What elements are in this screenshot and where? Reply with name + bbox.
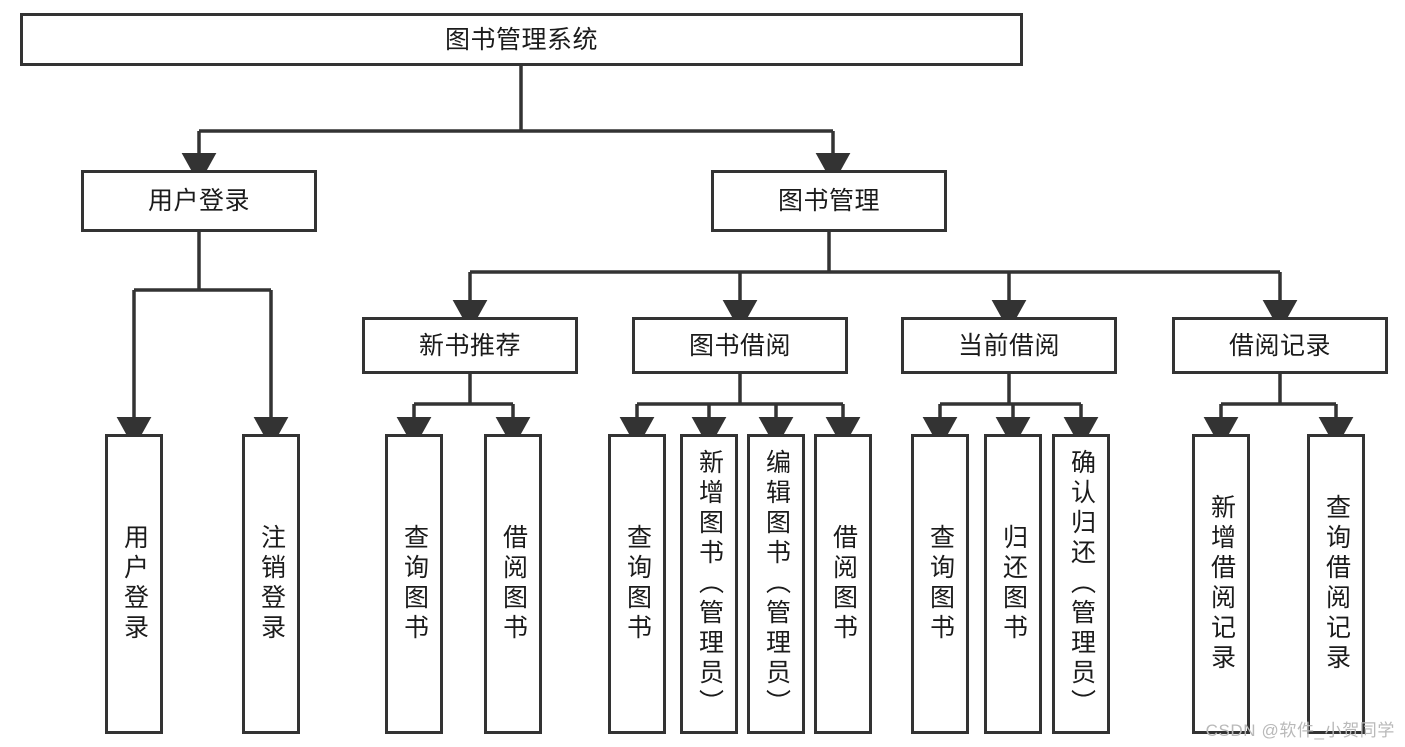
csdn-watermark: CSDN @软件_小贺同学 <box>1205 721 1395 740</box>
node-root-label: 图书管理系统 <box>444 25 598 54</box>
leaf-borrow-book-2-label: 借阅图书 <box>829 524 858 644</box>
leaf-add-book[interactable]: 新增图书（管理员） <box>680 434 738 734</box>
leaf-logout-label: 注销登录 <box>257 524 286 644</box>
node-book-borrow-label: 图书借阅 <box>688 331 791 360</box>
node-borrow-record-label: 借阅记录 <box>1228 331 1331 360</box>
leaf-return-book[interactable]: 归还图书 <box>984 434 1042 734</box>
node-new-book-recommend[interactable]: 新书推荐 <box>362 317 578 374</box>
node-book-manage-label: 图书管理 <box>777 187 880 215</box>
leaf-query-book-2-label: 查询图书 <box>623 524 652 644</box>
node-borrow-record[interactable]: 借阅记录 <box>1172 317 1388 374</box>
node-current-borrow[interactable]: 当前借阅 <box>901 317 1117 374</box>
leaf-user-login-label: 用户登录 <box>120 524 149 644</box>
node-user-login-label: 用户登录 <box>147 187 250 215</box>
leaf-confirm-return-label: 确认归还（管理员） <box>1067 449 1096 719</box>
node-current-borrow-label: 当前借阅 <box>957 331 1060 360</box>
leaf-return-book-label: 归还图书 <box>999 524 1028 644</box>
leaf-confirm-return[interactable]: 确认归还（管理员） <box>1052 434 1110 734</box>
leaf-user-login[interactable]: 用户登录 <box>105 434 163 734</box>
leaf-edit-book[interactable]: 编辑图书（管理员） <box>747 434 805 734</box>
leaf-query-book-1[interactable]: 查询图书 <box>385 434 443 734</box>
node-book-borrow[interactable]: 图书借阅 <box>632 317 848 374</box>
leaf-query-book-2[interactable]: 查询图书 <box>608 434 666 734</box>
leaf-query-book-1-label: 查询图书 <box>400 524 429 644</box>
leaf-borrow-book-1[interactable]: 借阅图书 <box>484 434 542 734</box>
leaf-query-book-3-label: 查询图书 <box>926 524 955 644</box>
leaf-add-borrow-record-label: 新增借阅记录 <box>1207 494 1236 674</box>
leaf-query-borrow-record-label: 查询借阅记录 <box>1322 494 1351 674</box>
node-user-login[interactable]: 用户登录 <box>81 170 317 232</box>
leaf-borrow-book-1-label: 借阅图书 <box>499 524 528 644</box>
node-new-book-recommend-label: 新书推荐 <box>418 331 521 360</box>
node-root[interactable]: 图书管理系统 <box>20 13 1023 66</box>
leaf-query-borrow-record[interactable]: 查询借阅记录 <box>1307 434 1365 734</box>
leaf-borrow-book-2[interactable]: 借阅图书 <box>814 434 872 734</box>
leaf-edit-book-label: 编辑图书（管理员） <box>762 449 791 719</box>
leaf-query-book-3[interactable]: 查询图书 <box>911 434 969 734</box>
leaf-add-borrow-record[interactable]: 新增借阅记录 <box>1192 434 1250 734</box>
node-book-manage[interactable]: 图书管理 <box>711 170 947 232</box>
leaf-logout[interactable]: 注销登录 <box>242 434 300 734</box>
leaf-add-book-label: 新增图书（管理员） <box>695 449 724 719</box>
